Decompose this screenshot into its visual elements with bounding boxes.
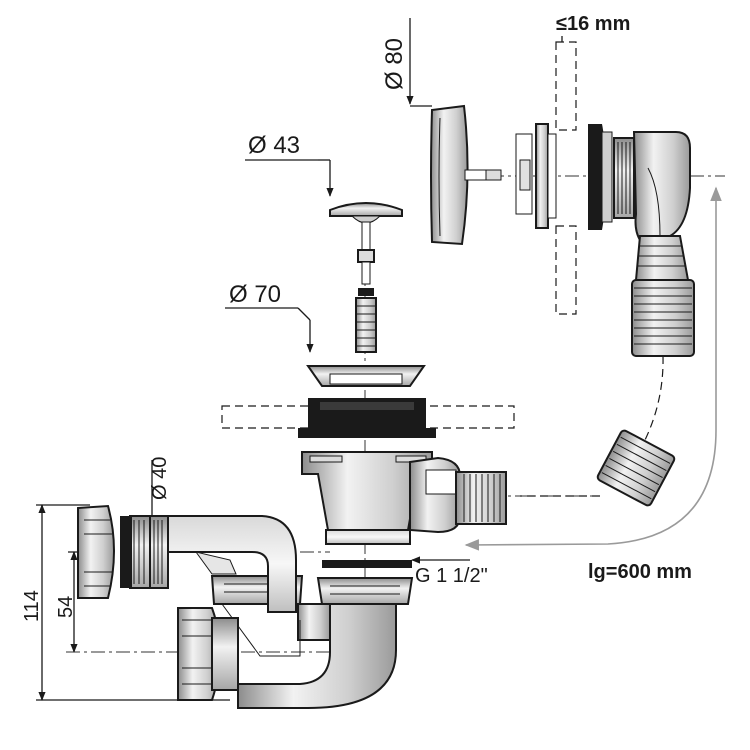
overflow-wall-outline xyxy=(555,41,577,315)
overflow-body xyxy=(613,131,691,242)
trap-u-bend xyxy=(237,603,397,709)
dia-80-label: Ø 80 xyxy=(381,38,408,90)
height-54-label: 54 xyxy=(55,596,77,618)
overflow-hose-upper xyxy=(631,235,695,357)
overflow-hose-lower xyxy=(596,429,676,507)
plug-head xyxy=(329,202,403,224)
drain-gasket xyxy=(298,398,436,438)
drain-flange xyxy=(306,365,426,387)
trap-nut-right xyxy=(316,577,414,605)
thread-label: G 1 1/2" xyxy=(415,565,488,587)
overflow-connector xyxy=(409,456,507,534)
hose-dashed-path xyxy=(644,355,664,441)
plug-stem xyxy=(355,221,377,353)
overflow-cover-plate xyxy=(430,104,469,246)
height-114-label: 114 xyxy=(21,590,43,622)
overflow-gasket xyxy=(588,124,613,230)
overflow-screw xyxy=(464,169,502,181)
outlet-nut-bottom xyxy=(177,607,239,701)
trap-outlet-elbow xyxy=(149,515,301,657)
dia-40-label: Ø 40 xyxy=(149,457,171,500)
dia-43-label: Ø 43 xyxy=(248,132,300,159)
outlet-pipe-socket xyxy=(120,515,169,589)
hose-length-label: lg=600 mm xyxy=(588,561,692,583)
outlet-nut-top xyxy=(77,504,115,599)
max-thickness-label: ≤16 mm xyxy=(556,13,630,35)
hose-length-arrow xyxy=(464,186,722,551)
overflow-inner-flange xyxy=(515,123,557,229)
dia-70-label: Ø 70 xyxy=(229,281,281,308)
